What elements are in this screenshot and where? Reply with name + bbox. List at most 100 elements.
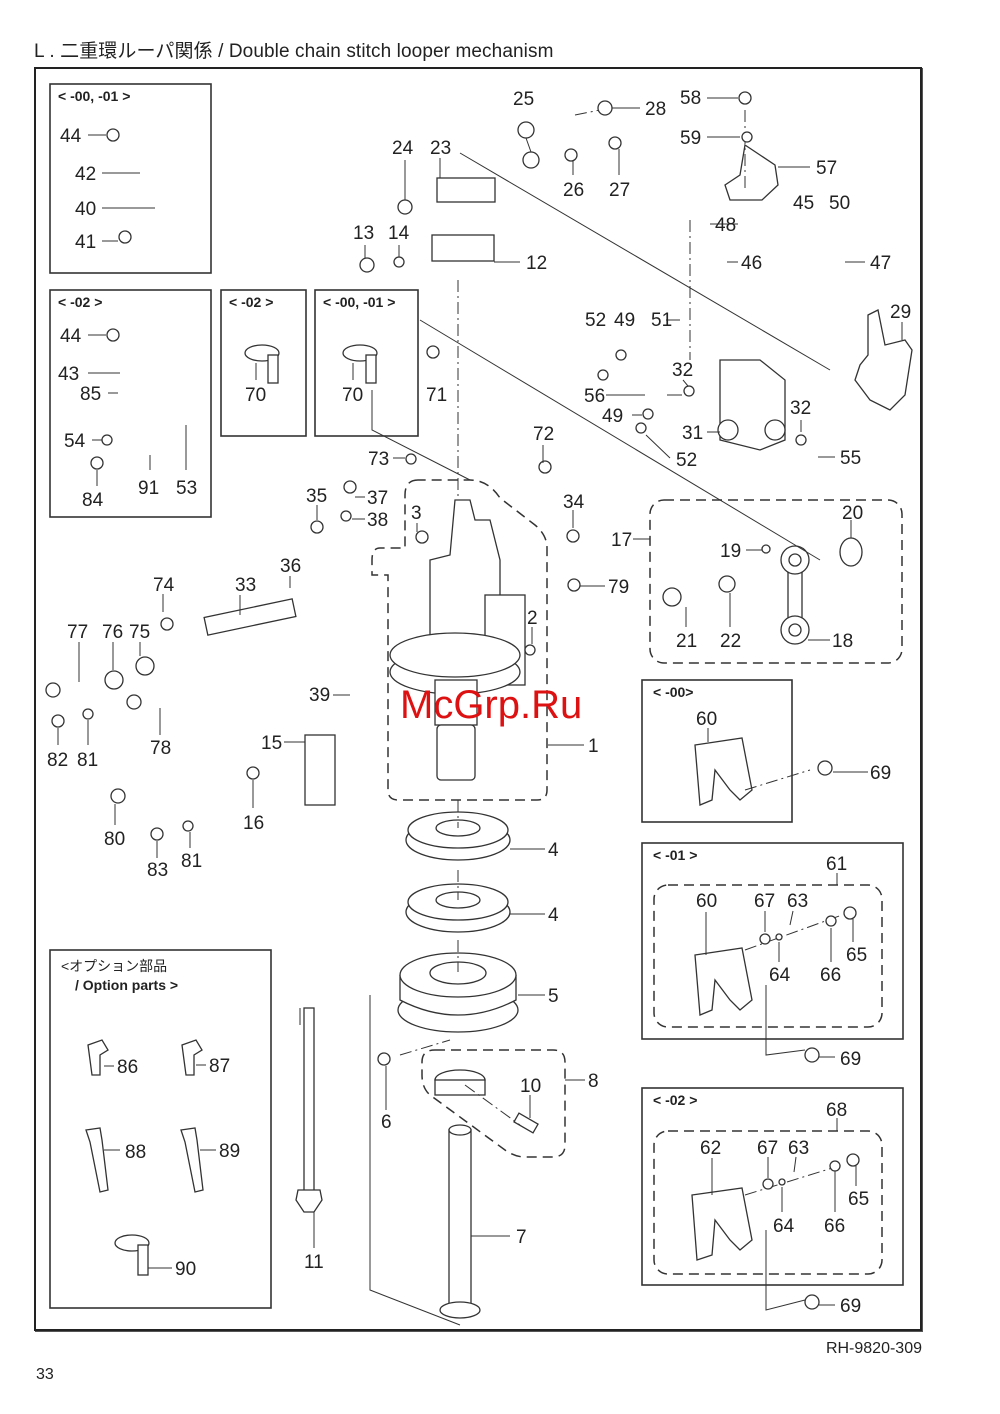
part-label: 60 [696,709,717,730]
part-label: 43 [58,364,79,385]
part-label: 59 [680,128,701,149]
document-number: RH-9820-309 [825,1340,922,1357]
part-label: 21 [676,631,697,652]
looper-base-body [389,499,526,781]
part-label: 20 [842,503,863,524]
leader-lines [57,97,903,1306]
page-title: L . 二重環ルーパ関係 / Double chain stitch loope… [34,41,554,62]
part-label: 5 [548,986,559,1007]
box-header: < -02 > [229,294,273,310]
part-label: 25 [513,89,534,110]
looper-89 [180,1127,204,1193]
part-label: 65 [846,945,867,966]
variant-box-02-left [49,289,212,518]
explode-line [419,319,821,561]
part-label: 81 [77,750,98,771]
part-label: 51 [651,310,672,331]
explode-line [765,1230,806,1311]
part-label: 48 [715,215,736,236]
part-label: 15 [261,733,282,754]
part-label: 64 [769,965,791,986]
part-label: 32 [790,398,811,419]
page-number: 33 [36,1366,54,1383]
part-label: 16 [243,813,264,834]
looper-guard-70-a [244,344,280,384]
part-label: 63 [787,891,808,912]
part-label: 74 [153,575,175,596]
part-label: 90 [175,1259,196,1280]
part-label: 53 [176,478,197,499]
part-label: 12 [526,253,547,274]
explode-line [744,1164,843,1196]
group-17-outline [649,499,903,664]
part-label: 14 [388,223,410,244]
part-label: 37 [367,488,388,509]
part-label: 4 [548,840,559,861]
part-label: 79 [608,577,629,598]
part-label: 66 [820,965,841,986]
part-label: 3 [411,503,422,524]
part-label: 34 [563,492,585,513]
part-label: 87 [209,1056,230,1077]
explode-line [369,995,461,1326]
shaft-7 [439,1124,481,1319]
part-label: 91 [138,478,159,499]
part-labels: 44 42 40 41 44 43 85 54 84 91 53 70 70 7… [47,88,911,1317]
part-label: 11 [304,1252,324,1273]
part-label: 41 [75,232,96,253]
option-parts-box [49,949,272,1309]
part-label: 35 [306,486,327,507]
part-label: 24 [392,138,414,159]
variant-box-00-01-top [49,83,212,274]
box-header: < -01 > [653,847,697,863]
part-label: 8 [588,1071,599,1092]
part-label: 56 [584,386,605,407]
part-label: 71 [426,385,447,406]
looper-guard-90 [114,1234,150,1276]
explode-line [399,1039,451,1056]
part-label: 31 [682,423,703,444]
part-label: 39 [309,685,330,706]
part-label: 42 [75,164,96,185]
bracket-60-b [694,947,753,1016]
collar-8 [434,1069,539,1134]
fasteners [45,91,863,1310]
part-label: 70 [245,385,266,406]
part-label: 69 [870,763,891,784]
looper-holder-31 [717,359,786,451]
part-label: 44 [60,126,82,147]
part-label: 57 [816,158,837,179]
lever-29 [854,309,913,411]
explode-line [765,985,806,1056]
part-label: 18 [832,631,853,652]
part-label: 65 [848,1189,869,1210]
variant-box-02-right [641,1087,904,1286]
part-label: 69 [840,1296,861,1317]
explode-line [371,390,471,481]
looper-guard-70-b [342,344,378,384]
part-label: 49 [602,406,623,427]
part-label: 72 [533,424,554,445]
part-label: 10 [520,1076,541,1097]
part-label: 33 [235,575,256,596]
box-header: < -02 > [653,1092,697,1108]
plate-15 [304,734,336,806]
part-label: 32 [672,360,693,381]
part-label: 7 [516,1227,527,1248]
group-61-outline [653,884,883,1028]
part-label: 38 [367,510,388,531]
bracket-60-a [694,737,753,806]
part-label: 52 [676,450,697,471]
shaft-33 [203,598,297,636]
part-label: 50 [829,193,850,214]
part-label: 2 [527,608,538,629]
part-label: 82 [47,750,68,771]
part-label: 49 [614,310,635,331]
part-label: 60 [696,891,717,912]
explode-line [744,769,811,791]
part-label: 67 [757,1138,778,1159]
part-label: 88 [125,1142,146,1163]
part-label: 6 [381,1112,392,1133]
part-label: 66 [824,1216,845,1237]
bracket-62 [691,1187,753,1261]
